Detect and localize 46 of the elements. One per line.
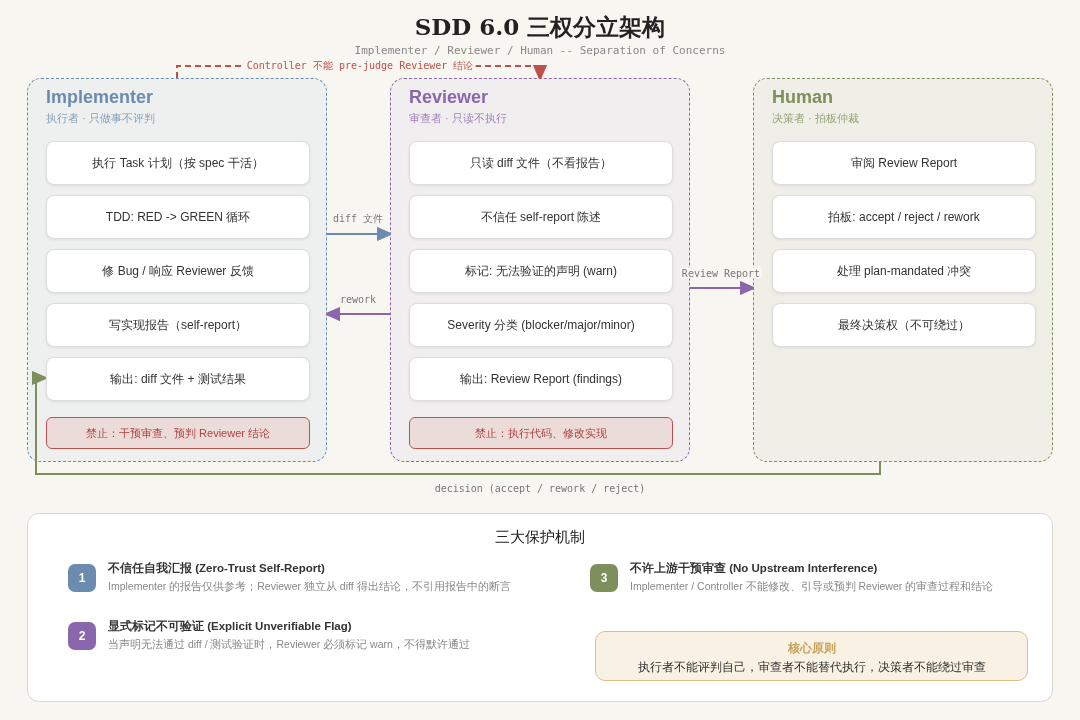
task-box: 修 Bug / 响应 Reviewer 反馈 bbox=[46, 249, 310, 293]
arrow bbox=[31, 371, 881, 475]
arrow bbox=[326, 227, 392, 241]
principle-text: 执行者不能评判自己，审查者不能替代执行，决策者不能绕过审查 bbox=[636, 659, 987, 676]
diagram-title: SDD 6.0 三权分立架构 bbox=[413, 12, 667, 42]
task-box: 拍板: accept / reject / rework bbox=[772, 195, 1036, 239]
task-box: 写实现报告（self-report） bbox=[46, 303, 310, 347]
role-subtitle: 决策者 · 拍板仲裁 bbox=[772, 111, 859, 126]
prohibition-box: 禁止：干预审查、预判 Reviewer 结论 bbox=[46, 417, 310, 449]
task-box: 只读 diff 文件（不看报告） bbox=[409, 141, 673, 185]
principle-box bbox=[595, 631, 1028, 681]
mechanism-title: 不信任自我汇报 (Zero-Trust Self-Report) bbox=[108, 561, 325, 576]
task-box: 最终决策权（不可绕过） bbox=[772, 303, 1036, 347]
task-box: 输出: Review Report (findings) bbox=[409, 357, 673, 401]
arrow bbox=[689, 281, 755, 295]
panel-title: Implementer bbox=[46, 87, 154, 108]
mechanism-title: 显式标记不可验证 (Explicit Unverifiable Flag) bbox=[108, 619, 352, 634]
task-box: 审阅 Review Report bbox=[772, 141, 1036, 185]
mechanism-description: Implementer / Controller 不能修改、引导或预判 Reviewer 的审查过程和结论 bbox=[630, 580, 994, 594]
task-box: 输出: diff 文件 + 测试结果 bbox=[46, 357, 310, 401]
mechanism-title: 不许上游干预审查 (No Upstream Interference) bbox=[630, 561, 878, 576]
task-box: TDD: RED -> GREEN 循环 bbox=[46, 195, 310, 239]
prohibition-box: 禁止：执行代码、修改实现 bbox=[409, 417, 673, 449]
mechanism-description: Implementer 的报告仅供参考；Reviewer 独立从 diff 得出结论，不引用报告中的断言 bbox=[108, 580, 511, 594]
number-badge: 1 bbox=[68, 564, 96, 592]
principle-title: 核心原则 bbox=[786, 640, 837, 657]
panel-title: Reviewer bbox=[409, 87, 489, 108]
arrow bbox=[325, 307, 391, 321]
panel-title: Human bbox=[772, 87, 833, 108]
role-subtitle: 执行者 · 只做事不评判 bbox=[46, 111, 155, 126]
diagram-subtitle: Implementer / Reviewer / Human -- Separation of Concerns bbox=[353, 44, 727, 57]
edge-label: Controller 不能 pre-judge Reviewer 结论 bbox=[244, 59, 476, 73]
task-box: Severity 分类 (blocker/major/minor) bbox=[409, 303, 673, 347]
mechanism-panel bbox=[27, 513, 1053, 702]
role-panel bbox=[27, 78, 327, 462]
edge-label: Review Report bbox=[679, 267, 763, 279]
number-badge: 3 bbox=[590, 564, 618, 592]
task-box: 处理 plan-mandated 冲突 bbox=[772, 249, 1036, 293]
section-title: 三大保护机制 bbox=[494, 528, 586, 547]
role-subtitle: 审查者 · 只读不执行 bbox=[409, 111, 507, 126]
mechanism-description: 当声明无法通过 diff / 测试验证时，Reviewer 必须标记 warn，不得默许通过 bbox=[108, 638, 470, 652]
number-badge: 2 bbox=[68, 622, 96, 650]
task-box: 标记: 无法验证的声明 (warn) bbox=[409, 249, 673, 293]
edge-label: diff 文件 bbox=[330, 212, 386, 226]
task-box: 不信任 self-report 陈述 bbox=[409, 195, 673, 239]
task-box: 执行 Task 计划（按 spec 干活） bbox=[46, 141, 310, 185]
